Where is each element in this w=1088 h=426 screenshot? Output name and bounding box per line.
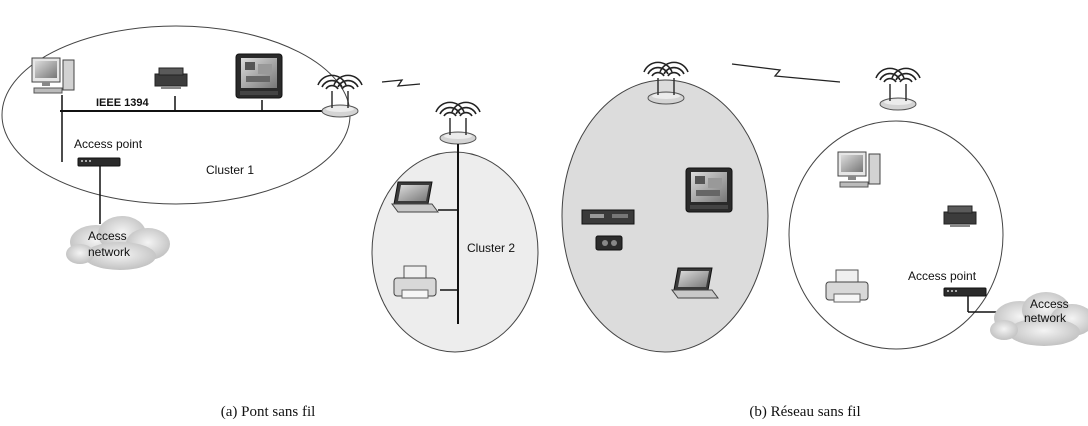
printer-icon bbox=[943, 205, 977, 228]
camcorder-icon bbox=[595, 235, 623, 251]
panel-a: IEEE 1394 Access point Access network Cl… bbox=[1, 25, 539, 420]
cluster2-label: Cluster 2 bbox=[467, 241, 515, 255]
access-network-label-line1: Access bbox=[88, 229, 127, 243]
access-point-icon bbox=[77, 157, 121, 167]
caption-a: (a) Pont sans fil bbox=[221, 404, 316, 420]
panel-b: Access point Access network (b) Réseau s… bbox=[561, 61, 1088, 420]
settop-box-icon bbox=[581, 209, 635, 225]
wireless-router-icon bbox=[435, 101, 481, 145]
access-point-label: Access point bbox=[74, 137, 143, 151]
tv-icon bbox=[235, 53, 283, 99]
cluster1-ellipse bbox=[1, 25, 351, 205]
wireless-link-b bbox=[731, 63, 841, 83]
tv-icon bbox=[685, 167, 733, 213]
ieee1394-label: IEEE 1394 bbox=[96, 97, 149, 109]
caption-b: (b) Réseau sans fil bbox=[749, 404, 860, 420]
wireless-link-a bbox=[381, 79, 421, 87]
cluster-b-right-ellipse bbox=[788, 120, 1004, 350]
printer-icon bbox=[154, 67, 188, 90]
cluster1-label: Cluster 1 bbox=[206, 163, 254, 177]
access-network-label-line1: Access bbox=[1030, 297, 1069, 311]
access-point-label: Access point bbox=[908, 269, 977, 283]
access-network-label-line2: network bbox=[88, 245, 131, 259]
pc-icon bbox=[31, 57, 75, 94]
cluster-b-left-ellipse bbox=[561, 79, 769, 353]
access-network-label-line2: network bbox=[1024, 311, 1067, 325]
wireless-router-icon bbox=[875, 67, 921, 111]
pc-icon bbox=[837, 151, 881, 188]
cloud-icon bbox=[66, 216, 170, 270]
access-point-icon bbox=[943, 287, 987, 297]
